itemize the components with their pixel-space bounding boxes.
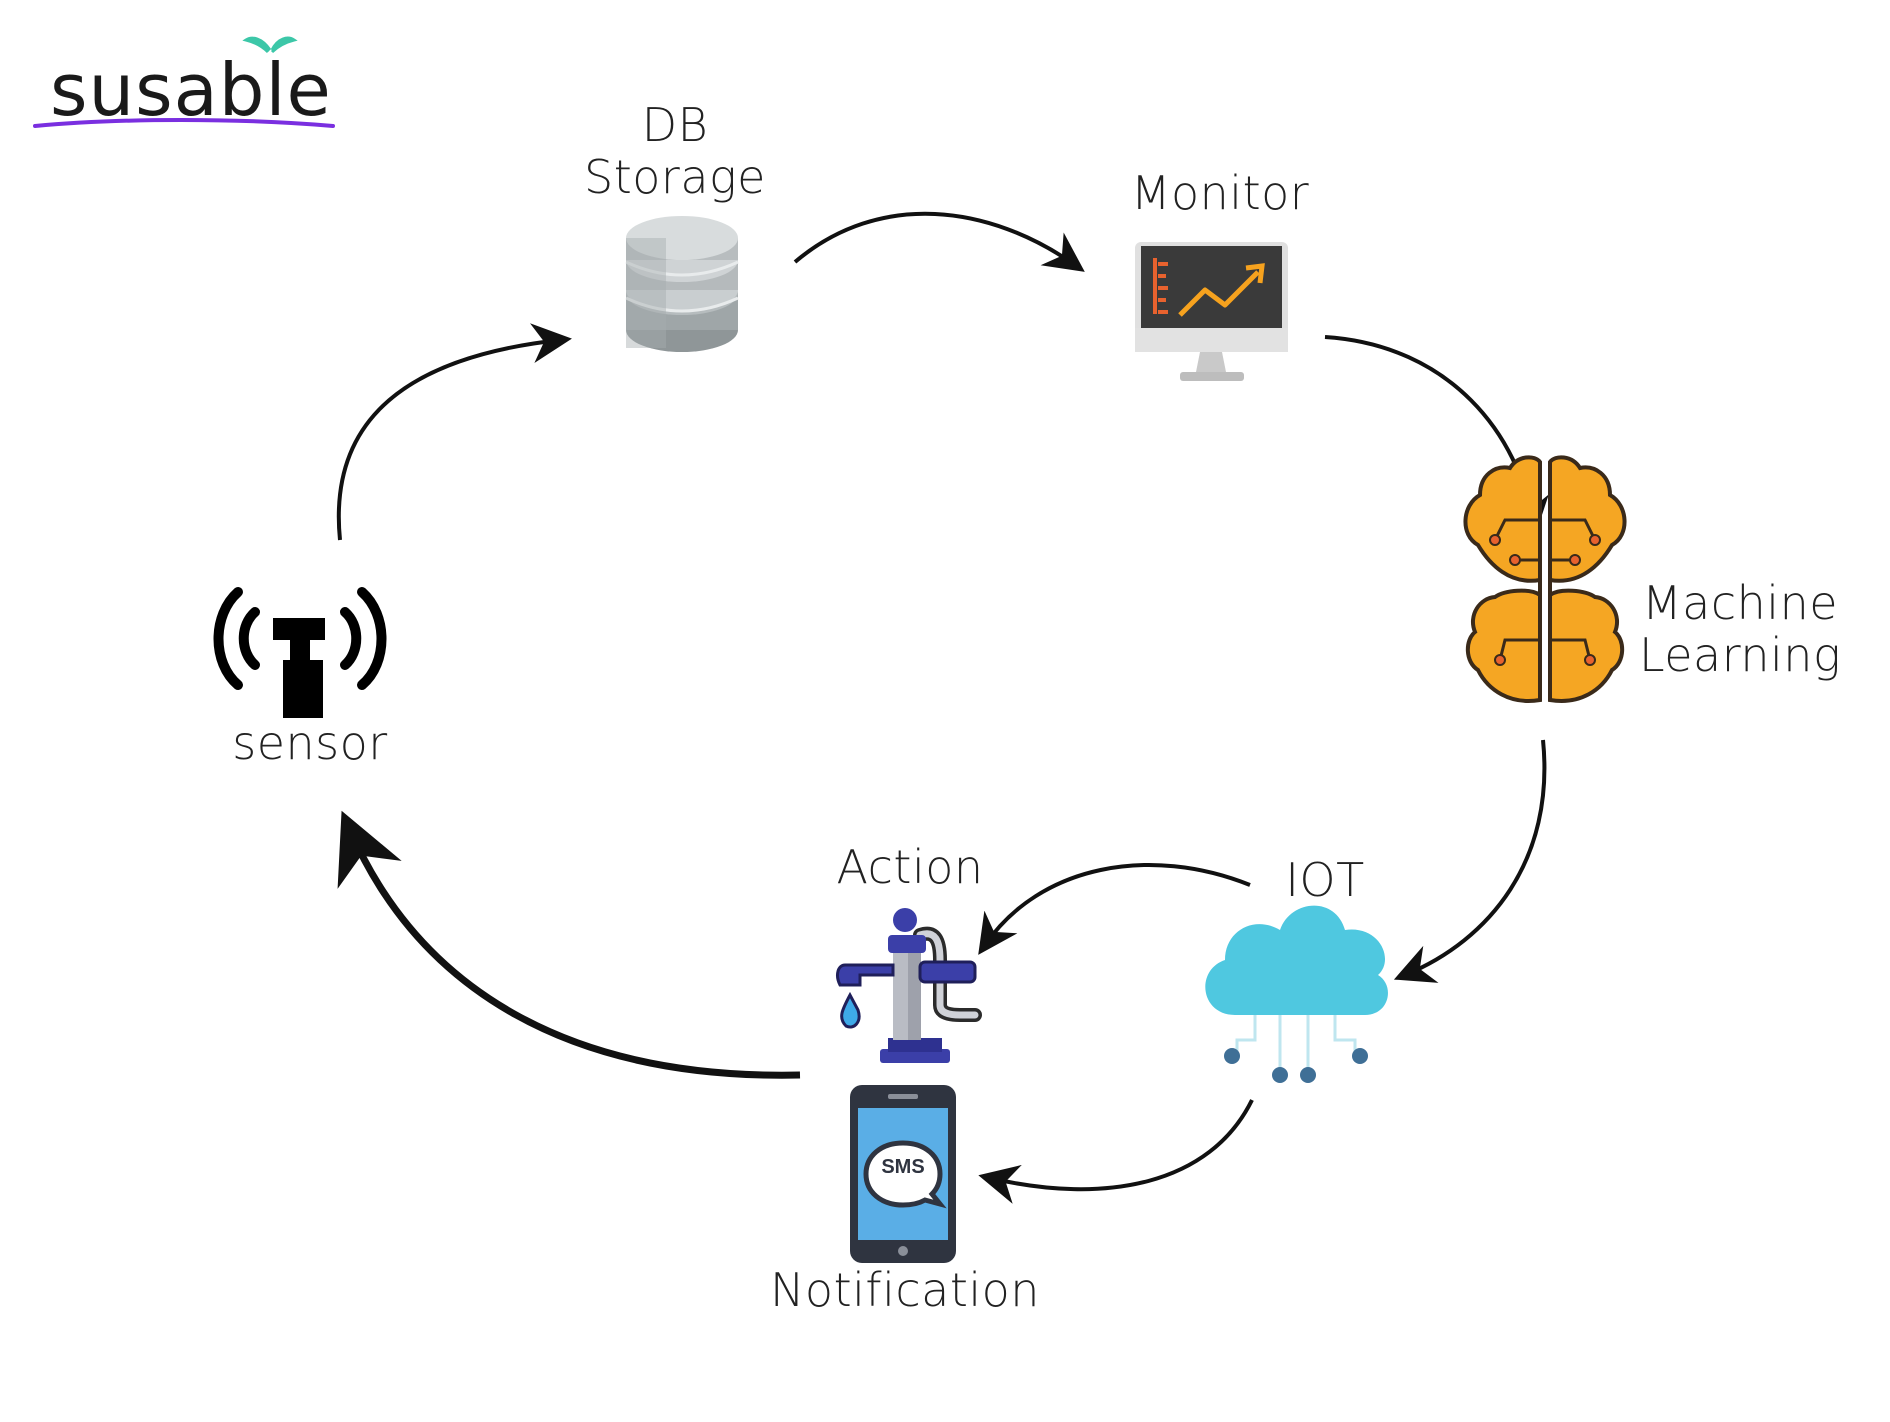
db-label-line1: DB [641,98,709,152]
action-label: Action [836,840,984,894]
arrow-db-to-monitor [793,211,1085,272]
antenna-sensor-icon [213,587,387,718]
database-icon [625,216,739,352]
machine-learning-label: Machine Learning [1610,576,1870,682]
water-pump-tap-icon [836,908,982,1063]
arrow-ml-to-iot [1393,739,1547,983]
ml-label-line1: Machine [1641,576,1839,630]
arrow-iot-to-notification [978,1099,1254,1204]
arrow-notification-to-sensor [337,810,801,1079]
ml-label-line2: Learning [1638,627,1842,682]
cloud-network-icon [1205,905,1388,1083]
sensor-label: sensor [232,716,388,770]
phone-sms-icon [850,1085,956,1263]
leaf-icon [242,36,298,54]
iot-label: IOT [1285,853,1365,907]
notification-label: Notification [770,1263,1040,1317]
brain-circuit-icon [1463,455,1627,703]
db-label-line2: Storage [584,149,766,204]
monitor-label: Monitor [1130,166,1310,220]
sms-text: SMS [881,1156,925,1178]
db-storage-label: DB Storage [560,98,790,204]
arrow-sensor-to-db [336,323,572,541]
brand-underline [33,118,335,128]
brand-name: susable [50,48,332,132]
monitor-chart-icon [1135,242,1288,381]
brand-logo [33,36,335,128]
arrow-iot-to-action [978,863,1251,955]
